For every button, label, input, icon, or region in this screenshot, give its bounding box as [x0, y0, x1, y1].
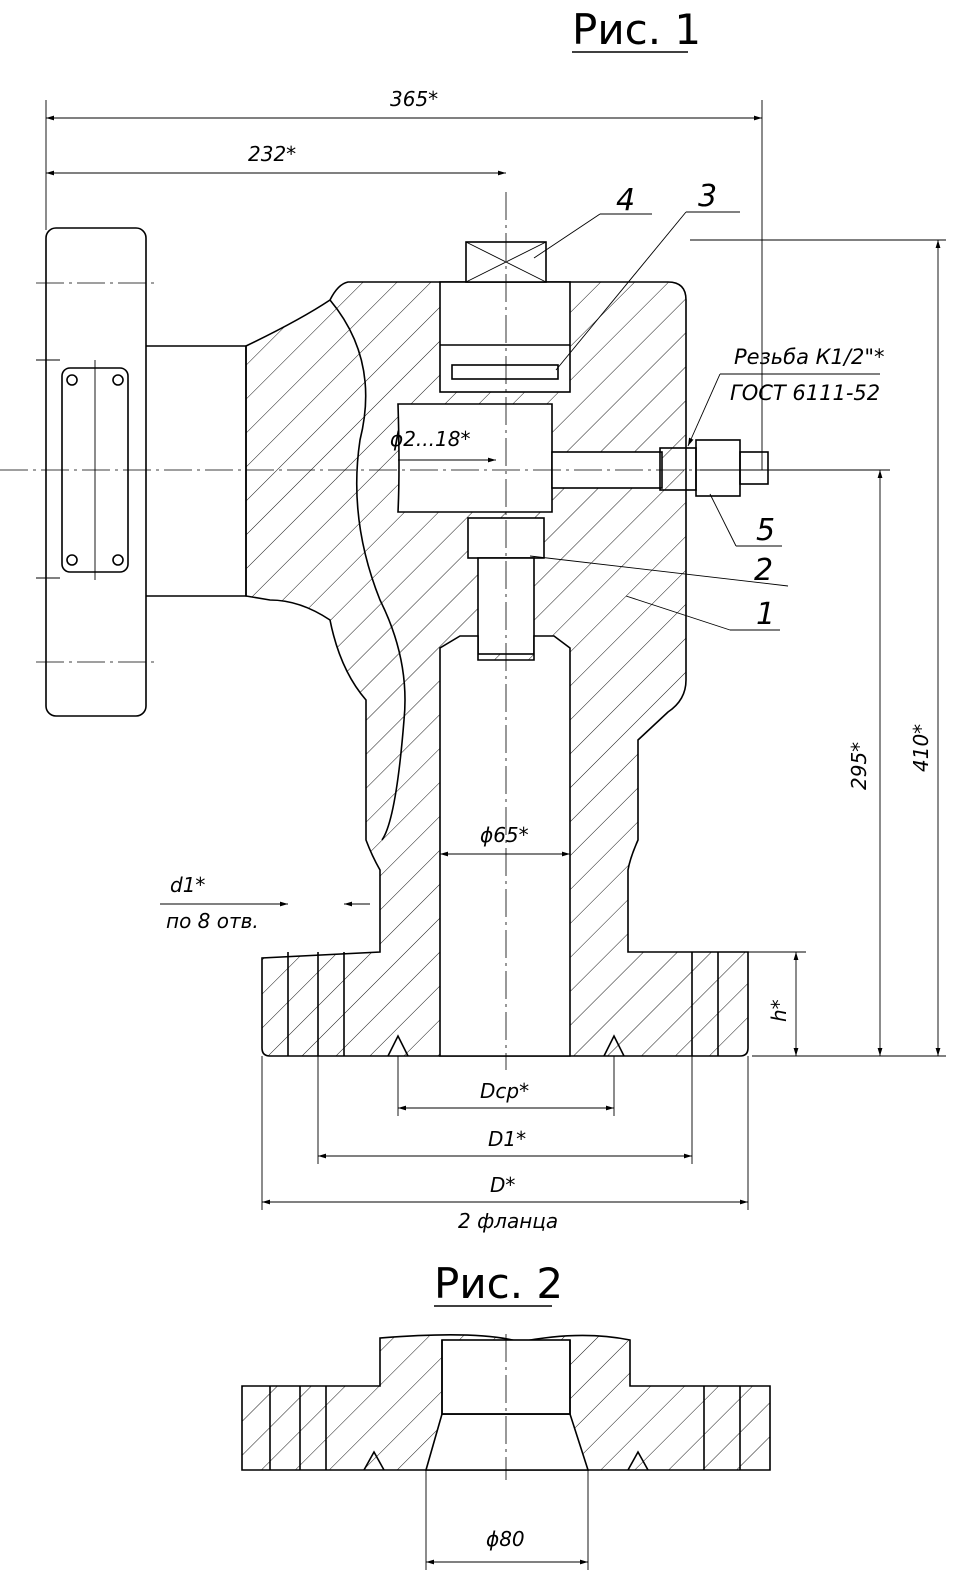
- fig2-title-group: Рис. 2: [434, 1259, 563, 1308]
- fig1-title-group: Рис. 1: [572, 5, 701, 54]
- left-flange: [36, 227, 247, 717]
- fig2-bore-label: ϕ80: [486, 1527, 525, 1551]
- position-2: 2: [754, 553, 773, 588]
- dim-295-label: 295*: [847, 742, 871, 790]
- dim-d-label: D*: [490, 1173, 515, 1197]
- dim-heights: 295* 410* h*: [690, 239, 946, 1057]
- dim-bore: ϕ65*: [440, 823, 570, 857]
- fig2-title: Рис. 2: [434, 1259, 563, 1308]
- thread-note-line1: Резьба К1/2"*: [734, 345, 885, 369]
- position-callouts: 4 3 5 2 1: [529, 179, 789, 632]
- thread-note: Резьба К1/2"* ГОСТ 6111-52: [687, 345, 885, 447]
- dim-232-label: 232*: [248, 142, 296, 166]
- fitting: [659, 439, 769, 497]
- dim-bore-label: ϕ65*: [480, 823, 529, 847]
- dim-365-label: 365*: [390, 87, 438, 111]
- dim-overall-length: 365*: [45, 87, 763, 470]
- dim-h-label: h*: [767, 999, 791, 1022]
- bolt-hole-label: d1*: [170, 873, 205, 897]
- position-4: 4: [616, 183, 635, 218]
- valve-body: [245, 241, 749, 1057]
- thread-note-line2: ГОСТ 6111-52: [730, 381, 880, 405]
- dim-axis-offset: 232*: [46, 142, 506, 176]
- dim-dsr-label: Dср*: [480, 1079, 529, 1103]
- dim-410-label: 410*: [909, 724, 933, 772]
- dim-bottom: Dср* D1* D* 2 фланца: [261, 1056, 749, 1233]
- dim-d1-label: D1*: [488, 1127, 526, 1151]
- fig1-title: Рис. 1: [572, 5, 701, 54]
- dim-port-label: ϕ2...18*: [390, 427, 470, 451]
- position-3: 3: [698, 179, 717, 214]
- flange-count-label: 2 фланца: [458, 1209, 558, 1233]
- fig2-section: ϕ80: [241, 1334, 771, 1570]
- dim-port: ϕ2...18*: [390, 427, 496, 463]
- bolt-hole-note: d1* по 8 отв.: [160, 873, 370, 933]
- position-5: 5: [756, 513, 775, 548]
- position-1: 1: [756, 597, 775, 632]
- bolt-hole-count-label: по 8 отв.: [166, 909, 259, 933]
